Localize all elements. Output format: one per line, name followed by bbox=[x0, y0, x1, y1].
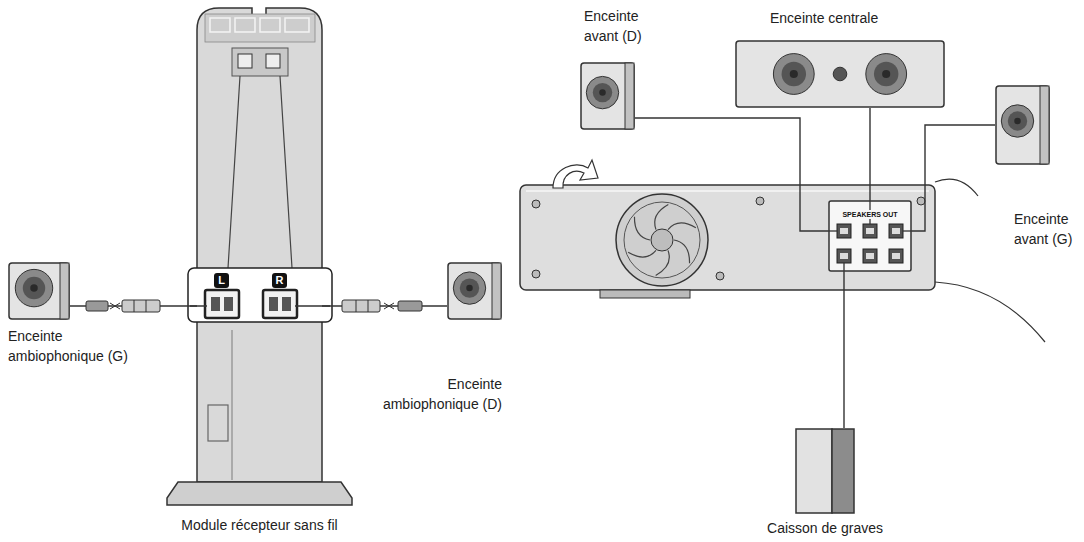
speaker-out-panel: SPEAKERS OUT bbox=[828, 200, 912, 272]
speaker-wire bbox=[322, 305, 447, 306]
speaker-wire bbox=[912, 125, 995, 231]
speaker-label: Enceinte ambiophonique (G) bbox=[8, 326, 148, 366]
center-cabinet bbox=[735, 40, 945, 108]
front-speaker: Enceinte avant (D) bbox=[580, 62, 635, 130]
main-unit bbox=[520, 160, 1045, 342]
speaker-cabinet bbox=[995, 85, 1050, 165]
speaker-label: Module récepteur sans fil bbox=[147, 515, 372, 535]
speaker-cabinet bbox=[8, 262, 70, 320]
speaker-label: Enceinte ambiophonique (D) bbox=[362, 374, 502, 414]
label-holder: Module récepteur sans fil bbox=[147, 515, 372, 535]
label-holder: Enceinte avant (G) bbox=[1014, 209, 1078, 249]
surround-speaker: Enceinte ambiophonique (G) bbox=[8, 262, 70, 320]
fan-blade bbox=[655, 205, 669, 230]
subwoofer: Caisson de graves bbox=[795, 428, 855, 514]
label-holder: Enceinte ambiophonique (G) bbox=[8, 326, 148, 366]
speaker-wire bbox=[635, 118, 828, 231]
surround-plug-right bbox=[295, 300, 422, 312]
fan-blade bbox=[628, 250, 656, 257]
fan-blade bbox=[656, 250, 670, 275]
label-holder: Caisson de graves bbox=[755, 518, 895, 538]
center-speaker: Enceinte centrale bbox=[735, 40, 945, 108]
speaker-cabinet bbox=[580, 62, 635, 130]
label-holder: Enceinte avant (D) bbox=[584, 6, 664, 46]
panel-heading: SPEAKERS OUT bbox=[840, 210, 899, 219]
label-holder: SPEAKERS OUT bbox=[828, 203, 912, 221]
fan-blade bbox=[668, 223, 696, 230]
label-holder: Enceinte centrale bbox=[770, 8, 930, 28]
channel-badge: L bbox=[214, 273, 229, 288]
speaker-label: Enceinte avant (D) bbox=[584, 6, 664, 46]
speaker-wire bbox=[843, 272, 844, 428]
surround-speaker: Enceinte ambiophonique (D) bbox=[447, 262, 502, 320]
wireless-receiver-tower bbox=[167, 8, 352, 505]
speaker-cabinet bbox=[447, 262, 502, 320]
speaker-label: Caisson de graves bbox=[755, 518, 895, 538]
surround-plug-left bbox=[86, 300, 207, 312]
wireless-receiver: Module récepteur sans fil bbox=[197, 8, 322, 482]
front-speaker: Enceinte avant (G) bbox=[995, 85, 1050, 165]
speaker-wire bbox=[869, 108, 870, 200]
channel-badge: R bbox=[272, 273, 287, 288]
speaker-label: Enceinte centrale bbox=[770, 8, 930, 28]
label-holder: Enceinte ambiophonique (D) bbox=[362, 374, 502, 414]
subwoofer-cabinet bbox=[795, 428, 855, 514]
fan-blade bbox=[674, 240, 690, 263]
fan-blade bbox=[634, 217, 650, 240]
speaker-label: Enceinte avant (G) bbox=[1014, 209, 1078, 249]
